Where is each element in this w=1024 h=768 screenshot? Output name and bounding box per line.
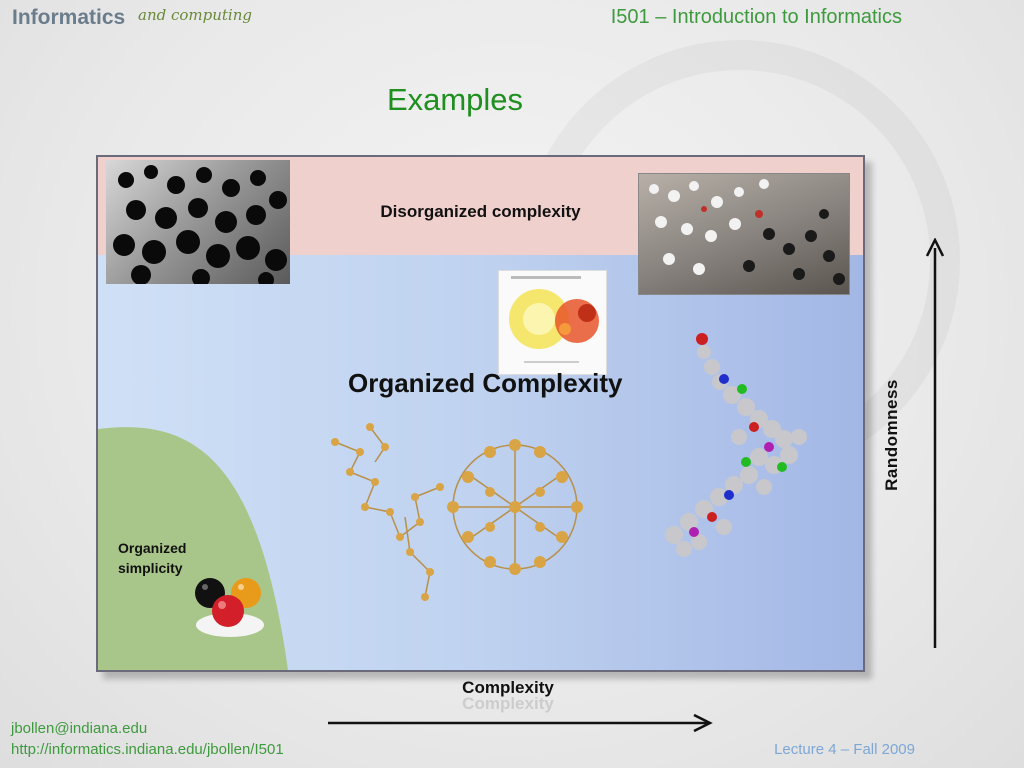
crowd-riot-photo xyxy=(638,173,850,295)
complexity-diagram: Disorganized complexity xyxy=(96,155,865,672)
social-network-graph xyxy=(498,270,607,375)
complexity-axis-label: Complexity xyxy=(462,678,554,697)
footer-email: jbollen@indiana.edu xyxy=(11,720,148,737)
randomness-axis-label: Randomness xyxy=(882,379,901,491)
footer-lecture: Lecture 4 – Fall 2009 xyxy=(774,741,915,758)
protein-molecule xyxy=(654,327,829,567)
fullerene-molecule xyxy=(330,412,590,612)
randomness-axis-label-wrap: Randomness xyxy=(882,375,902,495)
logo-tagline: and computing xyxy=(138,6,252,24)
footer-url: http://informatics.indiana.edu/jbollen/I… xyxy=(11,741,284,758)
randomness-axis-arrow xyxy=(925,238,945,648)
complexity-label-reflection: Complexity xyxy=(462,694,554,713)
informatics-logo: Informatics xyxy=(12,6,126,29)
organized-complexity-label: Organized Complexity xyxy=(348,368,623,398)
three-balls xyxy=(190,569,268,641)
black-balls-photo xyxy=(106,160,290,284)
disorganized-complexity-label: Disorganized complexity xyxy=(380,202,581,221)
complexity-axis-arrow xyxy=(328,713,713,733)
slide-title: Examples xyxy=(386,82,524,117)
course-title: I501 – Introduction to Informatics xyxy=(610,6,902,28)
